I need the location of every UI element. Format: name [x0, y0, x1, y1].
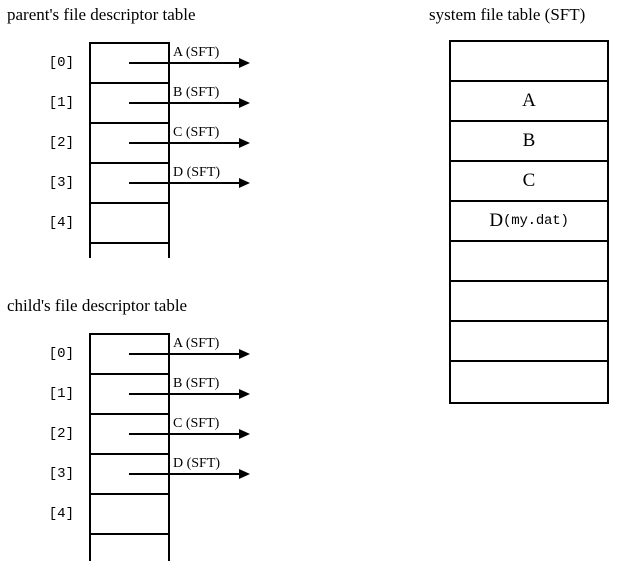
child-table-title: child's file descriptor table — [7, 296, 188, 315]
sft-entry-label: D — [489, 210, 504, 231]
table-row[interactable] — [451, 282, 607, 322]
table-row[interactable]: [3] D (SFT) — [49, 455, 250, 495]
system-file-table: A B C D(my.dat) — [449, 40, 609, 404]
arrow-head-icon — [239, 429, 250, 439]
arrow-shaft-icon — [129, 62, 242, 64]
table-row[interactable]: [3] D (SFT) — [49, 164, 250, 204]
arrow-shaft-icon — [129, 142, 242, 144]
arrow-shaft-icon — [129, 473, 242, 475]
table-row[interactable] — [91, 535, 168, 575]
pointer-arrow-d: D (SFT) — [129, 456, 251, 482]
table-row[interactable]: B — [451, 122, 607, 162]
pointer-arrow-b: B (SFT) — [129, 85, 251, 111]
fd-index-label: [0] — [48, 55, 74, 71]
arrow-head-icon — [239, 349, 250, 359]
arrow-shaft-icon — [129, 182, 242, 184]
table-row[interactable]: [0] A (SFT) — [49, 44, 250, 84]
table-row[interactable] — [451, 362, 607, 402]
parent-file-descriptor-table: [0] A (SFT) [1] B (SFT) [2] C (SFT) — [49, 42, 250, 258]
fd-index-label: [4] — [48, 215, 74, 231]
pointer-label: A (SFT) — [173, 336, 220, 351]
pointer-arrow-c: C (SFT) — [129, 125, 251, 151]
table-row[interactable]: [2] C (SFT) — [49, 415, 250, 455]
table-row[interactable]: [1] B (SFT) — [49, 375, 250, 415]
pointer-label: C (SFT) — [173, 416, 220, 431]
sft-entry-label: C — [522, 170, 536, 191]
child-file-descriptor-table: [0] A (SFT) [1] B (SFT) [2] C (SFT) — [49, 333, 250, 561]
table-row[interactable]: D(my.dat) — [451, 202, 607, 242]
sft-entry-label: A — [522, 90, 536, 111]
fd-index-label: [0] — [48, 346, 74, 362]
table-row[interactable] — [451, 42, 607, 82]
fd-index-label: [1] — [48, 386, 74, 402]
pointer-label: B (SFT) — [173, 85, 220, 100]
table-row[interactable] — [451, 322, 607, 362]
table-row[interactable]: [2] C (SFT) — [49, 124, 250, 164]
fd-index-label: [3] — [48, 175, 74, 191]
arrow-shaft-icon — [129, 433, 242, 435]
table-row[interactable] — [451, 242, 607, 282]
table-row[interactable]: [1] B (SFT) — [49, 84, 250, 124]
arrow-head-icon — [239, 469, 250, 479]
fd-index-label: [4] — [48, 506, 74, 522]
pointer-label: D (SFT) — [173, 456, 221, 471]
fd-index-label: [2] — [48, 135, 74, 151]
pointer-label: C (SFT) — [173, 125, 220, 140]
arrow-head-icon — [239, 389, 250, 399]
pointer-label: A (SFT) — [173, 45, 220, 60]
arrow-shaft-icon — [129, 353, 242, 355]
table-row[interactable]: A — [451, 82, 607, 122]
arrow-head-icon — [239, 138, 250, 148]
arrow-head-icon — [239, 98, 250, 108]
arrow-shaft-icon — [129, 393, 242, 395]
pointer-label: D (SFT) — [173, 165, 221, 180]
table-row[interactable]: [4] — [49, 204, 168, 244]
pointer-arrow-c: C (SFT) — [129, 416, 251, 442]
arrow-head-icon — [239, 58, 250, 68]
fd-index-label: [3] — [48, 466, 74, 482]
pointer-label: B (SFT) — [173, 376, 220, 391]
sft-entry-filename: (my.dat) — [503, 213, 569, 229]
table-row[interactable]: [4] — [49, 495, 168, 535]
pointer-arrow-a: A (SFT) — [129, 336, 251, 362]
table-row[interactable] — [91, 244, 168, 284]
diagram-canvas: parent's file descriptor table [0] A (SF… — [7, 5, 609, 561]
parent-table-title: parent's file descriptor table — [7, 5, 196, 24]
fd-index-label: [1] — [48, 95, 74, 111]
sft-entry-label: B — [522, 130, 536, 151]
pointer-arrow-d: D (SFT) — [129, 165, 251, 191]
pointer-arrow-b: B (SFT) — [129, 376, 251, 402]
system-file-table-title: system file table (SFT) — [429, 5, 586, 24]
table-row[interactable]: [0] A (SFT) — [49, 335, 250, 375]
arrow-head-icon — [239, 178, 250, 188]
pointer-arrow-a: A (SFT) — [129, 45, 251, 71]
fd-index-label: [2] — [48, 426, 74, 442]
arrow-shaft-icon — [129, 102, 242, 104]
table-row[interactable]: C — [451, 162, 607, 202]
